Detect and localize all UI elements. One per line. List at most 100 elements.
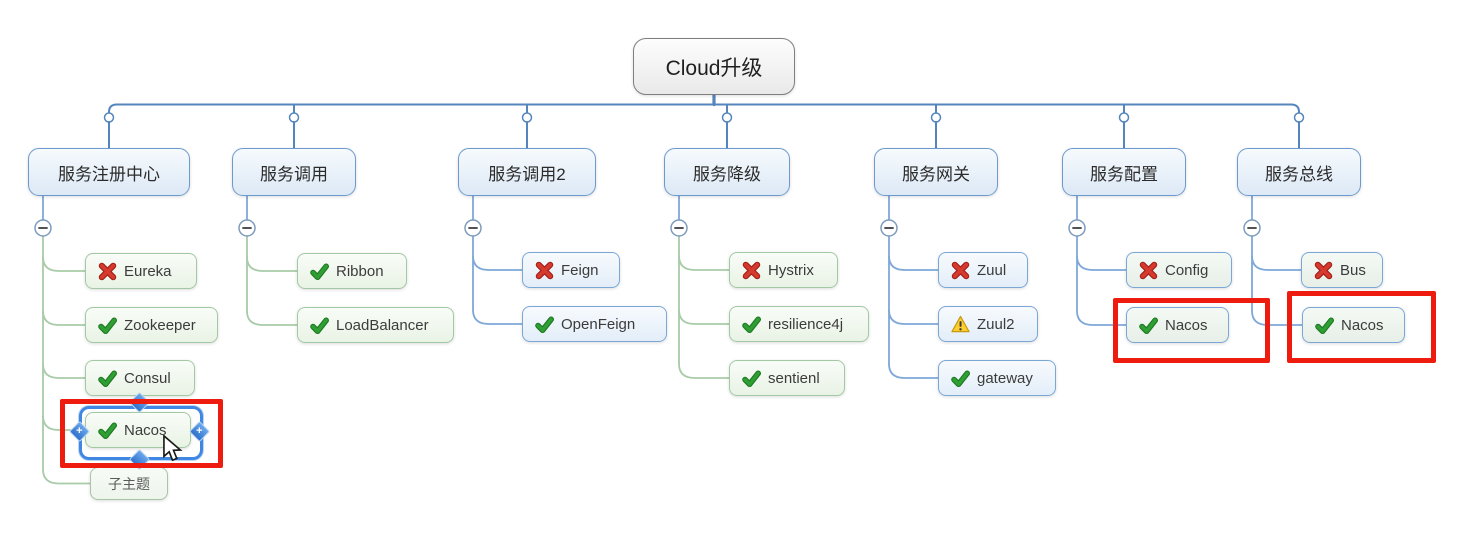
child-connector [888,309,939,325]
check-icon [1315,316,1334,335]
branch-node-service-config[interactable]: 服务配置 [1062,148,1186,196]
junction-ring [1118,112,1130,123]
child-label: 子主题 [108,475,150,492]
child-connector [678,363,730,379]
mouse-cursor-icon [162,434,184,468]
child-connector [42,310,86,326]
child-node-eureka[interactable]: Eureka [85,253,197,289]
child-connector [42,468,91,485]
branch-node-service-call[interactable]: 服务调用 [232,148,356,196]
branch-node-service-bus[interactable]: 服务总线 [1237,148,1361,196]
check-icon [98,421,117,440]
child-connector [678,255,730,271]
child-label: Nacos [1165,316,1208,334]
child-node-nacos[interactable]: Nacos [1126,307,1229,343]
child-label: sentienl [768,369,820,387]
child-node-zuul[interactable]: Zuul [938,252,1028,288]
child-node-subtopic[interactable]: 子主题 [90,467,168,500]
child-label: Nacos [124,421,167,439]
child-label: OpenFeign [561,315,636,333]
child-connector [472,255,523,271]
branch-label: 服务调用 [260,164,328,184]
cross-icon [1314,261,1333,280]
junction-ring [521,112,533,123]
check-icon [742,315,761,334]
child-connector [1076,310,1127,326]
check-icon [1139,316,1158,335]
branch-label: 服务调用2 [488,164,566,184]
cross-icon [98,262,117,281]
junction-ring [930,112,942,123]
child-node-consul[interactable]: Consul [85,360,195,396]
child-node-sentienl[interactable]: sentienl [729,360,845,396]
child-label: Ribbon [336,262,384,280]
child-label: Feign [561,261,599,279]
branch-label: 服务总线 [1265,164,1333,184]
child-label: resilience4j [768,315,844,333]
check-icon [310,316,329,335]
child-node-loadbalancer[interactable]: LoadBalancer [297,307,454,343]
child-node-zuul2[interactable]: Zuul2 [938,306,1038,342]
junction-ring [288,112,300,123]
child-connector [246,310,298,326]
branch-node-service-degrade[interactable]: 服务降级 [664,148,790,196]
child-node-gateway[interactable]: gateway [938,360,1056,396]
junction-ring [103,112,115,123]
child-label: Zookeeper [124,316,196,334]
child-node-zookeeper[interactable]: Zookeeper [85,307,218,343]
junction-ring [1293,112,1305,123]
junction-ring [721,112,733,123]
branch-node-service-call2[interactable]: 服务调用2 [458,148,596,196]
check-icon [951,369,970,388]
branch-node-service-registry[interactable]: 服务注册中心 [28,148,190,196]
child-connector [888,363,939,379]
child-connector [42,363,86,379]
child-node-config[interactable]: Config [1126,252,1232,288]
branch-label: 服务配置 [1090,164,1158,184]
child-connector [42,415,86,431]
child-connector [472,309,523,325]
child-label: Nacos [1341,316,1384,334]
child-node-bus[interactable]: Bus [1301,252,1383,288]
child-node-resilience4j[interactable]: resilience4j [729,306,869,342]
check-icon [98,316,117,335]
child-connector [1076,255,1127,271]
child-node-hystrix[interactable]: Hystrix [729,252,838,288]
branch-node-service-gateway[interactable]: 服务网关 [874,148,998,196]
check-icon [310,262,329,281]
cross-icon [1139,261,1158,280]
root-topic-node[interactable]: Cloud升级 [633,38,795,95]
check-icon [98,369,117,388]
child-label: Zuul [977,261,1007,279]
child-label: Hystrix [768,261,814,279]
child-label: LoadBalancer [336,316,429,334]
child-node-ribbon[interactable]: Ribbon [297,253,407,289]
branch-label: 服务网关 [902,164,970,184]
child-label: Eureka [124,262,172,280]
annotation-highlight-box [1113,298,1270,363]
child-label: Config [1165,261,1209,279]
cross-icon [535,261,554,280]
annotation-highlight-box [60,399,223,468]
main-branch-rail [108,103,1300,114]
root-topic-label: Cloud升级 [665,56,763,80]
branch-label: 服务降级 [693,164,761,184]
child-connector [42,256,86,272]
child-label: Bus [1340,261,1366,279]
child-node-feign[interactable]: Feign [522,252,620,288]
cross-icon [742,261,761,280]
cross-icon [951,261,970,280]
check-icon [535,315,554,334]
warning-icon [951,315,970,334]
branch-label: 服务注册中心 [58,164,160,184]
child-node-nacos[interactable]: Nacos [1302,307,1405,343]
child-connector [246,256,298,272]
child-label: Zuul2 [977,315,1015,333]
child-connector [678,309,730,325]
child-connector [888,255,939,271]
child-node-openfeign[interactable]: OpenFeign [522,306,667,342]
check-icon [742,369,761,388]
child-connector [1251,255,1302,271]
